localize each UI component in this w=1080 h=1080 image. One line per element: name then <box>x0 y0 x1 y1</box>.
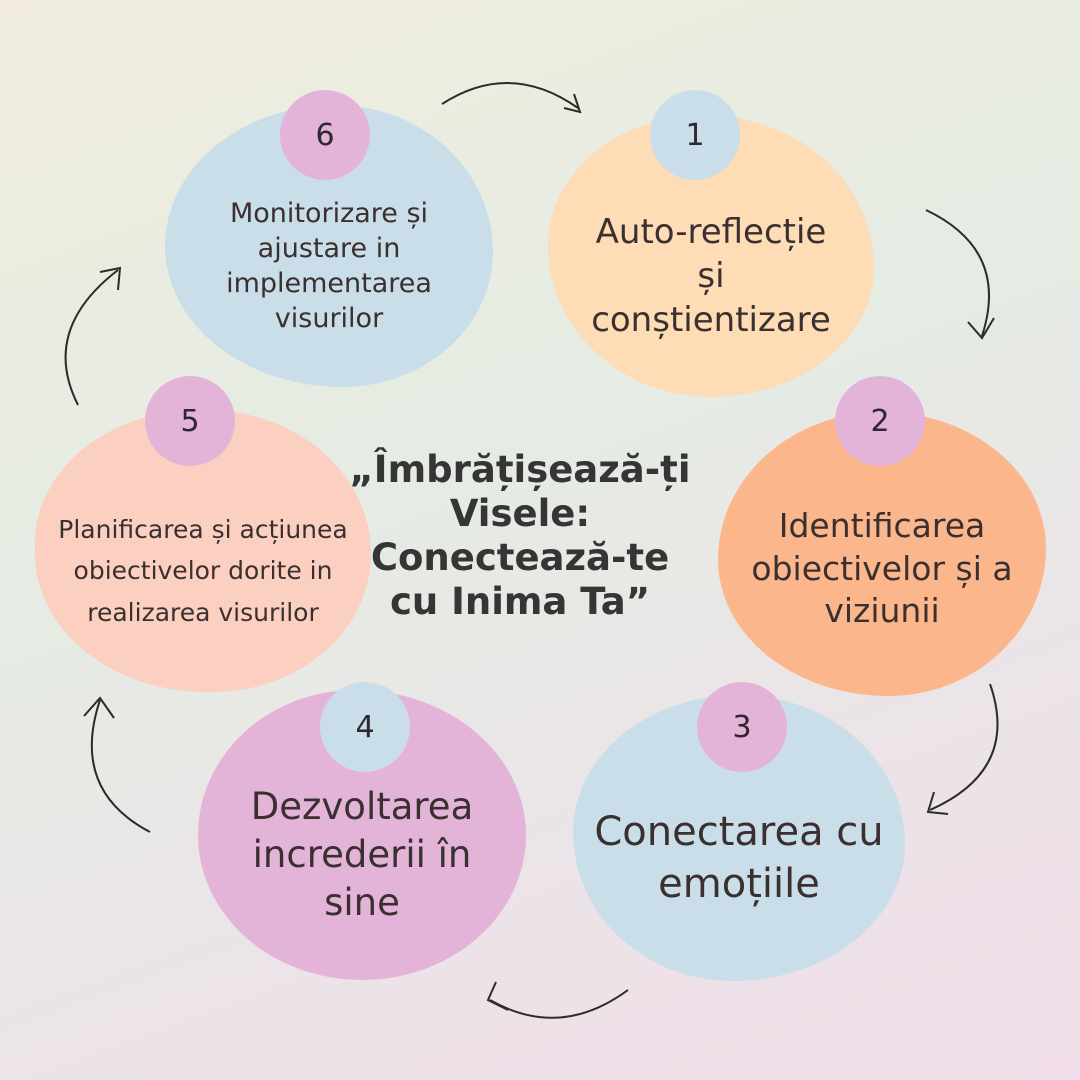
step-3-text: Conectarea cu emoțiile <box>594 809 884 907</box>
arrow-5-to-6 <box>64 266 122 406</box>
step-1-text: Auto-reflecție și conștientizare <box>591 211 831 341</box>
step-6-badge: 6 <box>280 90 370 180</box>
arrow-1-to-2 <box>925 209 995 340</box>
arrow-3-to-4 <box>486 981 629 1019</box>
step-3-badge: 3 <box>697 682 787 772</box>
title-line-3: Conectează-te <box>370 536 670 579</box>
step-2-text: Identificarea obiectivelor și a viziunii <box>751 505 1013 631</box>
arrow-4-to-5 <box>83 696 151 833</box>
step-2-badge: 2 <box>835 376 925 466</box>
step-5-badge: 5 <box>145 376 235 466</box>
title-line-2: Visele: <box>449 492 591 535</box>
arrow-6-to-1 <box>441 81 582 114</box>
step-6-text: Monitorizare și ajustare in implementare… <box>226 197 432 335</box>
step-4-badge: 4 <box>320 682 410 772</box>
arrow-2-to-3 <box>926 683 999 815</box>
step-4-text: Dezvoltarea increderii în sine <box>250 784 474 925</box>
title-line-4: cu Inima Ta” <box>389 580 651 623</box>
step-1-badge: 1 <box>650 90 740 180</box>
central-title: „Îmbrățișează-ți Visele: Conectează-te c… <box>330 448 710 624</box>
title-line-1: „Îmbrățișează-ți <box>349 448 691 491</box>
step-5-text: Planificarea și acțiunea obiectivelor do… <box>58 515 348 627</box>
